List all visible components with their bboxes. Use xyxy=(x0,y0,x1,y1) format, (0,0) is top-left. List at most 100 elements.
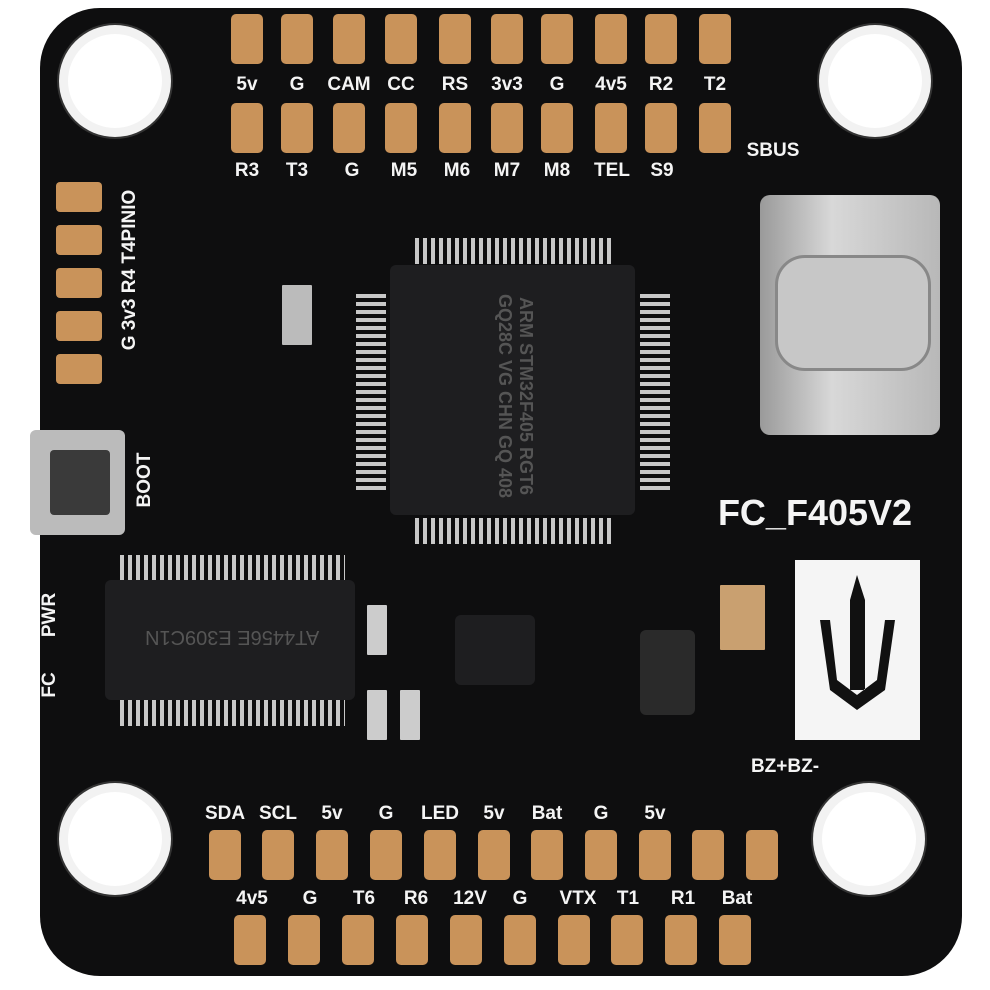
solder-pad xyxy=(262,830,294,880)
gyro-chip xyxy=(455,615,535,685)
pad-label: R2 xyxy=(648,74,674,95)
mounting-hole-bottom-left xyxy=(68,792,162,886)
solder-pad xyxy=(558,915,590,965)
solder-pad xyxy=(231,103,263,153)
pad-label: 12V xyxy=(453,888,487,909)
pad-label: 4v5 xyxy=(236,888,268,909)
solder-pad xyxy=(234,915,266,965)
mounting-hole-top-left xyxy=(68,34,162,128)
solder-pad xyxy=(288,915,320,965)
left-pad xyxy=(56,268,102,298)
solder-pad xyxy=(531,830,563,880)
sbus-label: SBUS xyxy=(746,140,800,161)
solder-pad xyxy=(231,14,263,64)
pad-label: S9 xyxy=(650,160,674,181)
pad-label: RS xyxy=(441,74,469,95)
solder-pad xyxy=(333,14,365,64)
pad-label: CC xyxy=(387,74,415,95)
solder-pad xyxy=(692,830,724,880)
solder-pad xyxy=(342,915,374,965)
capacitor xyxy=(367,605,387,655)
pad-label: LED xyxy=(421,803,459,824)
buzzer-label: BZ+BZ- xyxy=(750,756,820,777)
pad-label: SDA xyxy=(204,803,246,824)
solder-pad xyxy=(439,14,471,64)
pad-label: TEL xyxy=(594,160,630,181)
fc-label: FC xyxy=(39,672,60,698)
pad-label: T2 xyxy=(703,74,727,95)
solder-pad xyxy=(209,830,241,880)
crystal xyxy=(282,285,312,345)
solder-pad xyxy=(585,830,617,880)
pad-label: T3 xyxy=(285,160,309,181)
regulator-chip xyxy=(640,630,695,715)
pad-label: M5 xyxy=(390,160,418,181)
solder-pad xyxy=(746,830,778,880)
left-pad xyxy=(56,225,102,255)
solder-pad xyxy=(541,14,573,64)
pad-label: M7 xyxy=(493,160,521,181)
solder-pad xyxy=(491,103,523,153)
pad-label: Bat xyxy=(531,803,563,824)
mcu-pins-left xyxy=(356,290,386,490)
pad-label: G xyxy=(512,888,528,909)
pad-label: SCL xyxy=(259,803,297,824)
solder-pad xyxy=(611,915,643,965)
solder-pad xyxy=(424,830,456,880)
pad-label: G xyxy=(549,74,565,95)
mcu-chip: ARM STM32F405 RGT6 GQ28C VG CHN GQ 408 xyxy=(390,265,635,515)
pad-label: 5v xyxy=(483,803,505,824)
left-pad xyxy=(56,182,102,212)
pwr-label: PWR xyxy=(39,592,60,638)
mcu-pins-right xyxy=(640,290,670,490)
mounting-hole-top-right xyxy=(828,34,922,128)
usb-c-port[interactable] xyxy=(760,195,940,435)
mcu-pins-bottom xyxy=(415,518,615,544)
solder-pad xyxy=(478,830,510,880)
pad-label: G xyxy=(593,803,609,824)
solder-pad xyxy=(491,14,523,64)
solder-pad xyxy=(370,830,402,880)
pad-label: 5v xyxy=(236,74,258,95)
driver-pins-top xyxy=(120,555,345,581)
mcu-pins-top xyxy=(415,238,615,264)
solder-pad xyxy=(595,14,627,64)
solder-pad xyxy=(699,14,731,64)
pad-label: G xyxy=(344,160,360,181)
boot-button[interactable] xyxy=(30,430,125,535)
pad-label: Bat xyxy=(721,888,753,909)
boot-label: BOOT xyxy=(134,452,155,508)
pad-label: 5v xyxy=(321,803,343,824)
pad-label: R1 xyxy=(670,888,696,909)
solder-pad xyxy=(333,103,365,153)
capacitor xyxy=(720,585,765,650)
solder-pad xyxy=(385,103,417,153)
pad-label: 5v xyxy=(644,803,666,824)
mcu-marking: ARM STM32F405 RGT6 GQ28C VG CHN GQ 408 xyxy=(495,293,536,499)
pad-label: R3 xyxy=(234,160,260,181)
pad-label: M6 xyxy=(443,160,471,181)
pad-label: G xyxy=(378,803,394,824)
pad-label: 4v5 xyxy=(595,74,627,95)
solder-pad xyxy=(281,103,313,153)
solder-pad xyxy=(541,103,573,153)
solder-pad xyxy=(281,14,313,64)
capacitor xyxy=(367,690,387,740)
pad-label: VTX xyxy=(559,888,597,909)
driver-marking: AT4456E E309C1N xyxy=(145,626,320,648)
pad-label: G xyxy=(302,888,318,909)
capacitor xyxy=(400,690,420,740)
solder-pad xyxy=(719,915,751,965)
left-pads-label: G 3v3 R4 T4PINIO xyxy=(119,189,140,351)
left-pad xyxy=(56,311,102,341)
solder-pad xyxy=(665,915,697,965)
solder-pad xyxy=(595,103,627,153)
solder-pad xyxy=(439,103,471,153)
driver-chip: AT4456E E309C1N xyxy=(105,580,355,700)
pad-label: T1 xyxy=(616,888,640,909)
solder-pad xyxy=(645,103,677,153)
pad-label: CAM xyxy=(327,74,371,95)
pad-label: 3v3 xyxy=(491,74,523,95)
solder-pad xyxy=(316,830,348,880)
solder-pad xyxy=(639,830,671,880)
